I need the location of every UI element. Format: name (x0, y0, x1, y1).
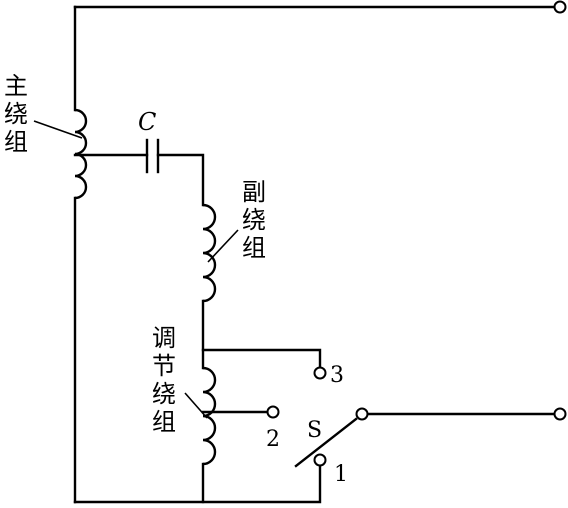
main-winding-leader (33, 120, 83, 139)
main-winding-label: 主绕组 (4, 72, 28, 156)
terminal-switch-pivot (355, 407, 369, 421)
terminal-tap-3 (313, 366, 327, 380)
capacitor-label: C (138, 108, 157, 136)
adjust-winding-coil (202, 366, 217, 466)
tap-3-label: 3 (330, 363, 344, 388)
aux-winding-label: 副绕组 (242, 178, 266, 262)
terminal-top-right (553, 0, 567, 14)
adjust-winding-label: 调节绕组 (152, 324, 176, 436)
tap-1-label: 1 (334, 462, 348, 487)
switch-blade (294, 417, 358, 468)
switch-label: S (307, 418, 323, 443)
tap-3-wire (201, 348, 322, 369)
terminal-right (553, 407, 567, 421)
tap-2-label: 2 (266, 427, 280, 452)
terminal-tap-2 (266, 405, 280, 419)
capacitor-lead-right (156, 153, 205, 207)
aux-winding-coil (202, 203, 217, 303)
adjust-winding-leader (184, 392, 208, 419)
terminal-tap-1 (313, 453, 327, 467)
aux-winding-leader (207, 229, 239, 263)
bottom-wire (73, 464, 322, 504)
